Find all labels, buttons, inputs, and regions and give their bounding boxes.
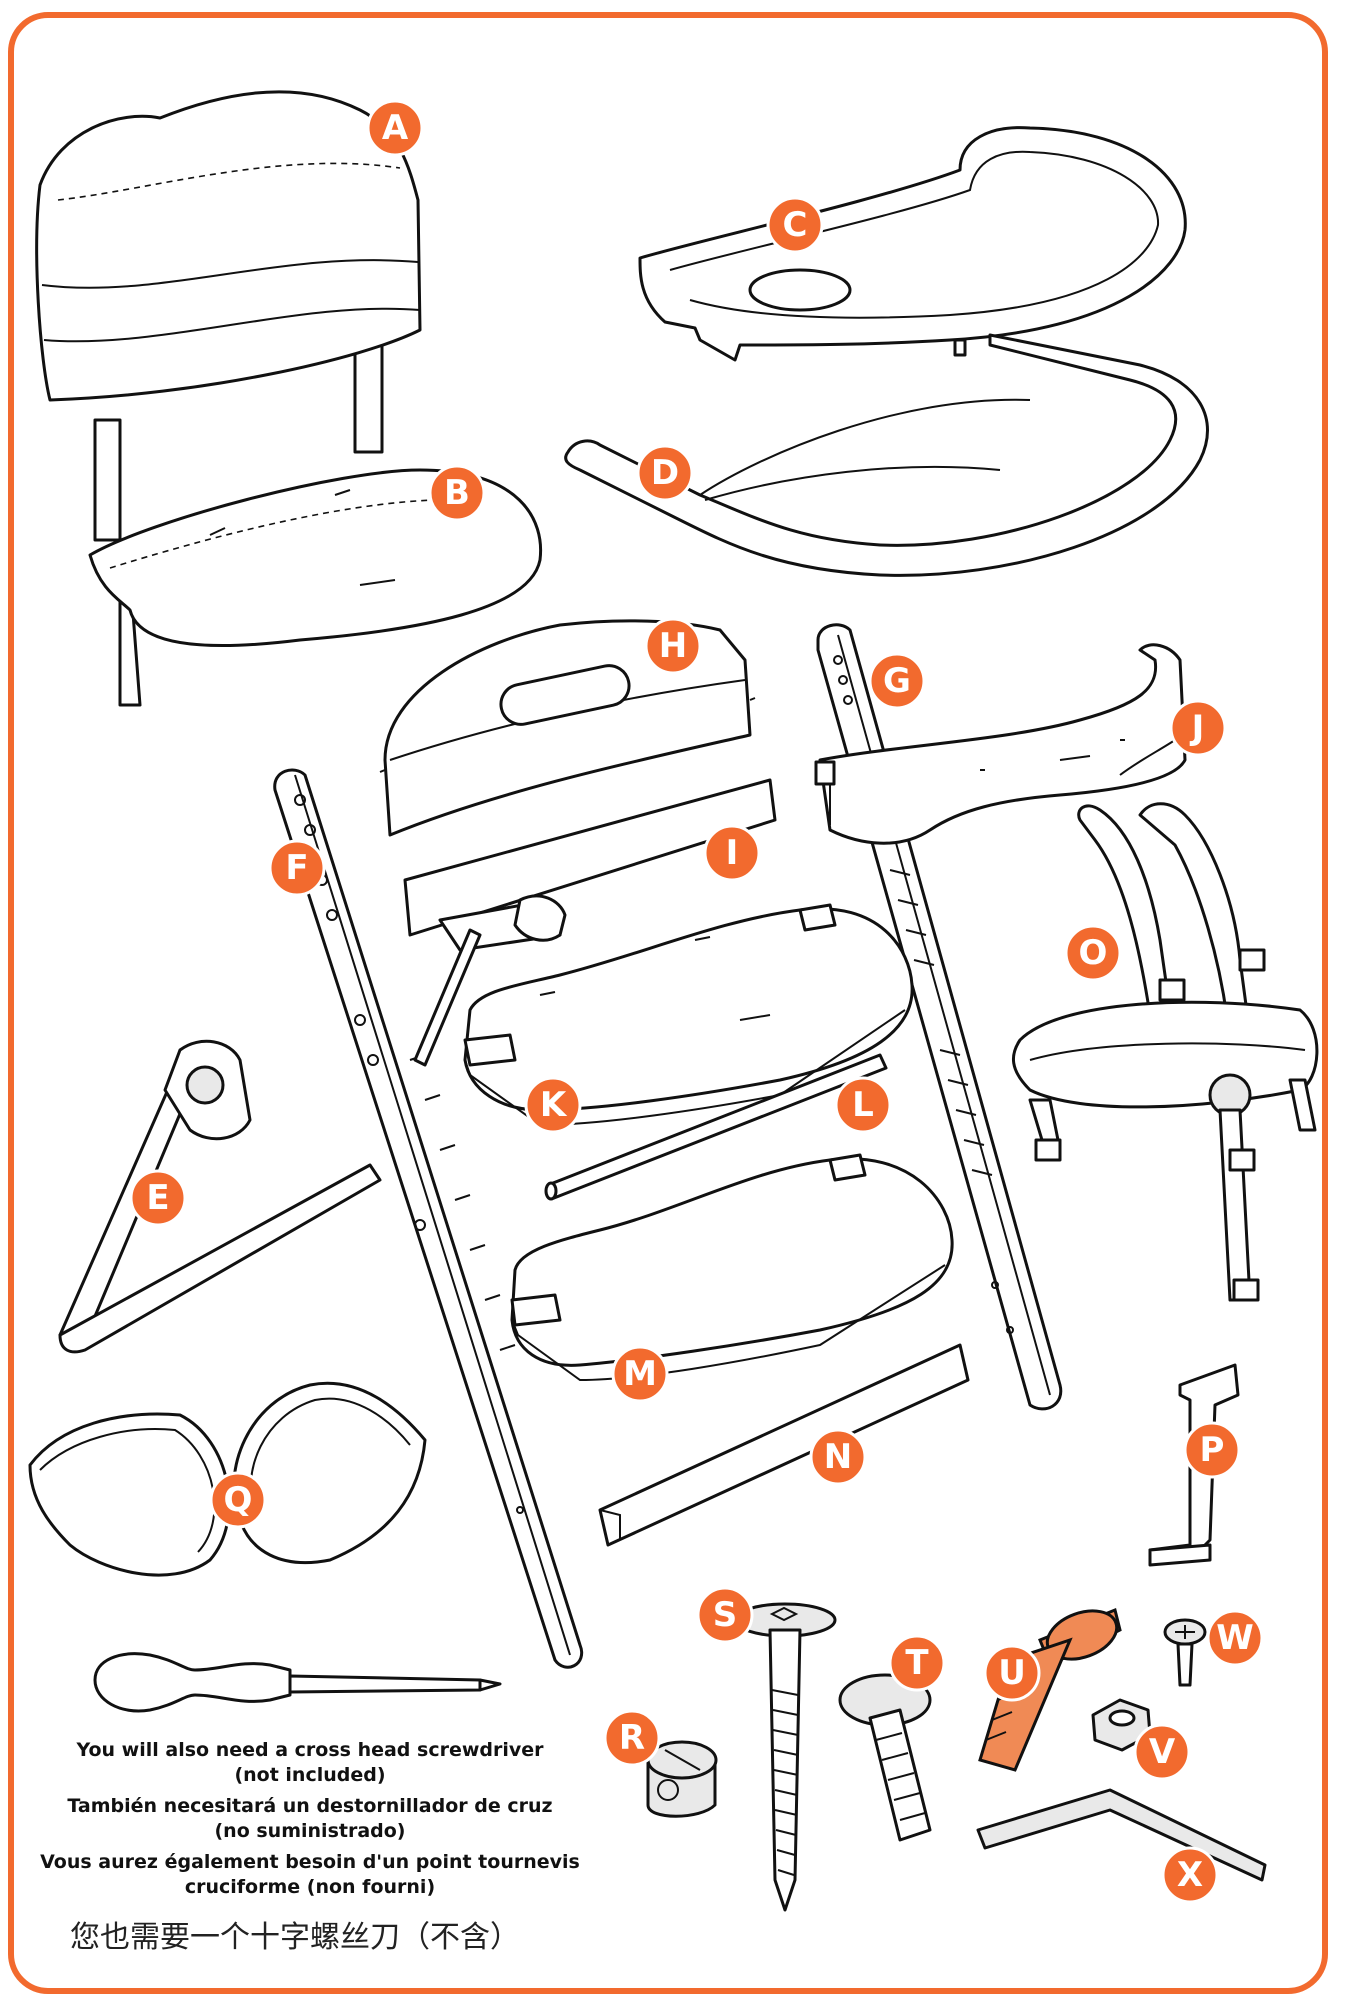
badge-s: S (696, 1586, 754, 1644)
badge-w: W (1206, 1609, 1264, 1667)
screwdriver-illustration (93, 1652, 502, 1713)
part-x-allen-key (976, 1788, 1267, 1882)
part-n-bottom-crossbar (598, 1343, 970, 1547)
part-c-tray (638, 126, 1187, 362)
badge-r: R (603, 1709, 661, 1767)
part-o-five-point-harness (1011, 802, 1319, 1302)
part-s-long-bolt (733, 1602, 837, 1912)
note-spanish: También necesitará un destornillador de … (67, 1795, 553, 1842)
svg-text:P: P (1200, 1430, 1225, 1470)
svg-text:L: L (852, 1085, 874, 1125)
badge-c: C (766, 196, 824, 254)
badge-k: K (524, 1076, 582, 1134)
svg-text:T: T (905, 1643, 929, 1683)
badge-b: B (428, 464, 486, 522)
svg-text:N: N (824, 1437, 852, 1477)
part-q-leg-end-caps (28, 1381, 427, 1577)
badge-v: V (1133, 1723, 1191, 1781)
svg-text:A: A (382, 108, 409, 148)
svg-text:R: R (619, 1718, 645, 1758)
tool-notes: You will also need a cross head screwdri… (30, 1738, 590, 1906)
svg-text:D: D (651, 453, 679, 493)
svg-text:V: V (1149, 1732, 1176, 1772)
svg-text:F: F (285, 848, 308, 888)
badge-t: T (888, 1634, 946, 1692)
note-english: You will also need a cross head screwdri… (76, 1739, 544, 1786)
svg-text:I: I (726, 833, 739, 873)
svg-text:K: K (540, 1085, 568, 1125)
svg-text:M: M (623, 1354, 657, 1394)
svg-text:Q: Q (224, 1480, 253, 1520)
svg-text:W: W (1216, 1618, 1254, 1658)
part-a-backrest-cushion (35, 90, 422, 542)
badge-l: L (834, 1076, 892, 1134)
part-j-safety-bar (814, 643, 1187, 845)
part-m-footrest-plate (510, 1153, 954, 1382)
part-r-barrel-nut (646, 1740, 718, 1818)
part-f-left-side-rail (273, 768, 584, 1669)
badge-p: P (1183, 1421, 1241, 1479)
part-v-nut (1091, 1698, 1152, 1752)
part-l-metal-rod (544, 1053, 888, 1201)
badge-o: O (1064, 924, 1122, 982)
part-i-back-crossbar (403, 778, 777, 937)
svg-text:S: S (713, 1595, 738, 1635)
svg-text:U: U (998, 1653, 1026, 1693)
svg-text:E: E (146, 1178, 169, 1218)
badge-x: X (1161, 1846, 1219, 1904)
note-chinese: 您也需要一个十字螺丝刀（不含） (70, 1920, 520, 1955)
note-french: Vous aurez également besoin d'un point t… (40, 1851, 580, 1898)
badge-j: J (1169, 699, 1227, 757)
badge-i: I (703, 824, 761, 882)
badge-m: M (611, 1345, 669, 1403)
badge-n: N (809, 1428, 867, 1486)
svg-text:H: H (659, 626, 687, 666)
svg-text:G: G (883, 661, 911, 701)
svg-text:C: C (783, 205, 808, 245)
badge-a: A (366, 99, 424, 157)
part-e-stabilizer-leg (58, 894, 567, 1354)
svg-text:X: X (1177, 1855, 1203, 1895)
part-w-screw (1163, 1618, 1207, 1687)
badge-f: F (268, 839, 326, 897)
badge-q: Q (209, 1471, 267, 1529)
part-t-short-bolt (838, 1673, 932, 1842)
svg-text:B: B (444, 473, 470, 513)
svg-text:O: O (1079, 933, 1108, 973)
part-b-seat-cushion (88, 468, 543, 707)
part-d-tray-arm (564, 333, 1209, 577)
badge-u: U (983, 1644, 1041, 1702)
part-h-backrest (379, 619, 756, 837)
part-u-knob-bolt (978, 1607, 1122, 1772)
badge-h: H (644, 617, 702, 675)
badge-g: G (868, 652, 926, 710)
svg-text:J: J (1190, 708, 1205, 748)
badge-d: D (636, 444, 694, 502)
badge-e: E (129, 1169, 187, 1227)
